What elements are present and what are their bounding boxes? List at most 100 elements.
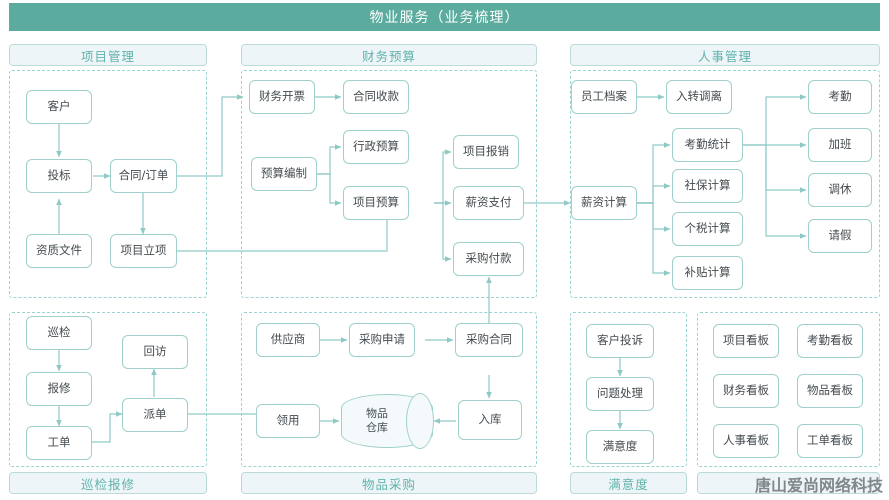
panel-label-dashboard (697, 472, 880, 494)
node-label: 个税计算 (684, 221, 731, 236)
node-purchase-contract[interactable]: 采购合同 (455, 323, 523, 357)
node-overtime[interactable]: 加班 (808, 128, 872, 162)
node-invoicing[interactable]: 财务开票 (249, 80, 315, 114)
node-attendance[interactable]: 考勤 (808, 80, 872, 114)
panel-label-satisfaction: 满意度 (570, 472, 687, 494)
panel-body-project (9, 70, 207, 298)
node-label: 补贴计算 (684, 265, 731, 280)
node-budget-preparation[interactable]: 预算编制 (251, 157, 317, 191)
node-label: 回访 (143, 344, 167, 359)
panel-body-procurement (241, 312, 537, 467)
node-board-hr[interactable]: 人事看板 (713, 424, 779, 458)
panel-label-inspection: 巡检报修 (9, 472, 207, 494)
node-label: 工单 (47, 435, 71, 450)
panel-label-text: 巡检报修 (80, 476, 135, 492)
node-stock-in[interactable]: 入库 (458, 400, 522, 440)
node-contract-order[interactable]: 合同/订单 (110, 159, 177, 193)
node-followup-visit[interactable]: 回访 (122, 335, 188, 369)
node-board-workorder[interactable]: 工单看板 (797, 424, 863, 458)
node-label: 财务开票 (259, 89, 305, 104)
panel-body-satisfaction (570, 312, 687, 467)
page-title: 物业服务（业务梳理） (369, 10, 520, 26)
node-label: 人事看板 (723, 433, 769, 448)
panel-body-hr (570, 70, 880, 298)
cylinder-cap (406, 393, 434, 449)
panel-label-text: 物品采购 (361, 476, 416, 492)
node-label: 加班 (828, 137, 852, 152)
node-qualification-docs[interactable]: 资质文件 (26, 234, 92, 268)
panel-label-text: 项目管理 (80, 48, 135, 64)
node-label: 预算编制 (261, 166, 307, 181)
node-label: 供应商 (270, 332, 306, 347)
node-label: 行政预算 (353, 139, 399, 154)
panel-body-dashboard (697, 312, 880, 467)
node-project-budget[interactable]: 项目预算 (343, 186, 409, 220)
node-time-off[interactable]: 调休 (808, 173, 872, 207)
node-label: 考勤看板 (807, 333, 853, 348)
node-board-finance[interactable]: 财务看板 (713, 374, 779, 408)
node-label: 社保计算 (684, 178, 731, 193)
node-label: 巡检 (47, 325, 71, 340)
node-board-project[interactable]: 项目看板 (713, 324, 779, 358)
node-bidding[interactable]: 投标 (26, 159, 92, 193)
node-purchase-payment[interactable]: 采购付款 (453, 242, 524, 276)
node-customer[interactable]: 客户 (26, 90, 92, 124)
panel-body-inspection (9, 312, 207, 467)
node-board-attendance[interactable]: 考勤看板 (797, 324, 863, 358)
node-board-goods[interactable]: 物品看板 (797, 374, 863, 408)
node-label: 物品看板 (807, 383, 853, 398)
node-entry-transfer-departure[interactable]: 入转调离 (666, 80, 732, 114)
node-label: 考勤 (828, 89, 852, 104)
node-contract-receipt[interactable]: 合同收款 (343, 80, 409, 114)
panel-label-hr: 人事管理 (570, 44, 880, 66)
node-label: 投标 (47, 168, 71, 183)
node-income-tax-calculation[interactable]: 个税计算 (672, 212, 743, 246)
node-label: 请假 (828, 228, 852, 243)
node-issue-handling[interactable]: 问题处理 (586, 377, 654, 411)
node-label: 客户 (47, 99, 71, 114)
node-label-line1: 物品 (366, 407, 388, 421)
node-label: 考勤统计 (684, 137, 731, 152)
node-satisfaction[interactable]: 满意度 (586, 430, 654, 464)
node-work-order[interactable]: 工单 (26, 426, 92, 460)
node-repair-request[interactable]: 报修 (26, 372, 92, 406)
node-supplier[interactable]: 供应商 (256, 323, 320, 357)
node-label: 入库 (478, 412, 502, 427)
node-label: 调休 (828, 182, 852, 197)
node-label: 派单 (143, 407, 167, 422)
node-label: 工单看板 (807, 433, 853, 448)
node-attendance-statistics[interactable]: 考勤统计 (672, 128, 743, 162)
node-project-reimbursement[interactable]: 项目报销 (453, 135, 519, 169)
node-social-security-calculation[interactable]: 社保计算 (672, 169, 743, 203)
node-purchase-request[interactable]: 采购申请 (349, 323, 415, 357)
node-subsidy-calculation[interactable]: 补贴计算 (672, 256, 743, 290)
node-label: 资质文件 (36, 243, 82, 258)
node-leave[interactable]: 请假 (808, 219, 872, 253)
node-label: 薪资计算 (581, 195, 627, 210)
node-requisition[interactable]: 领用 (256, 404, 320, 438)
node-label: 薪资支付 (465, 195, 512, 210)
node-label-line2: 仓库 (366, 421, 388, 434)
node-label: 合同/订单 (118, 168, 169, 183)
node-salary-payment[interactable]: 薪资支付 (453, 186, 524, 220)
node-label: 合同收款 (353, 89, 399, 104)
panel-label-text: 财务预算 (361, 48, 416, 64)
node-admin-budget[interactable]: 行政预算 (343, 130, 409, 164)
node-customer-complaint[interactable]: 客户投诉 (586, 324, 654, 358)
node-employee-file[interactable]: 员工档案 (571, 80, 637, 114)
node-dispatch[interactable]: 派单 (122, 398, 188, 432)
node-goods-warehouse[interactable]: 物品 仓库 (341, 393, 434, 449)
panel-label-procurement: 物品采购 (241, 472, 537, 494)
page-title-bar: 物业服务（业务梳理） (9, 3, 880, 31)
node-label: 财务看板 (723, 383, 769, 398)
node-label: 客户投诉 (597, 333, 643, 348)
node-label: 问题处理 (597, 386, 643, 401)
node-patrol[interactable]: 巡检 (26, 316, 92, 350)
node-label: 采购申请 (359, 332, 405, 347)
node-label: 员工档案 (581, 89, 627, 104)
node-salary-calculation[interactable]: 薪资计算 (571, 186, 637, 220)
node-label: 采购合同 (466, 332, 512, 347)
panel-label-text: 满意度 (608, 476, 649, 492)
node-label: 入转调离 (676, 89, 722, 104)
node-project-initiation[interactable]: 项目立项 (110, 234, 177, 268)
